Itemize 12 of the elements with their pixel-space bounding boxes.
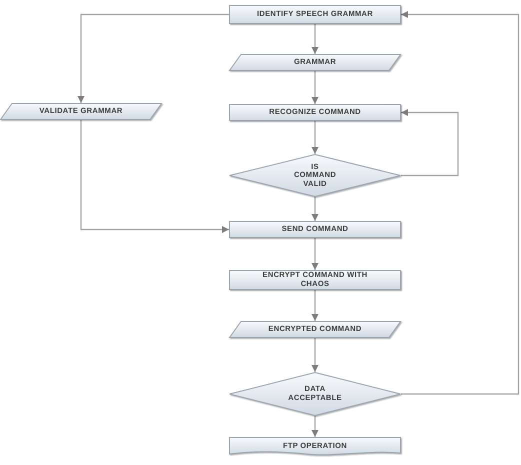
arrow bbox=[312, 71, 318, 104]
arrow bbox=[78, 14, 229, 103]
arrow bbox=[80, 120, 229, 233]
arrow bbox=[312, 416, 318, 437]
arrow bbox=[312, 121, 318, 154]
arrow bbox=[312, 338, 318, 372]
arrow bbox=[312, 24, 318, 54]
arrow bbox=[312, 197, 318, 221]
arrow bbox=[312, 238, 318, 270]
arrow bbox=[312, 290, 318, 321]
arrow bbox=[401, 109, 459, 176]
arrow bbox=[401, 11, 520, 395]
